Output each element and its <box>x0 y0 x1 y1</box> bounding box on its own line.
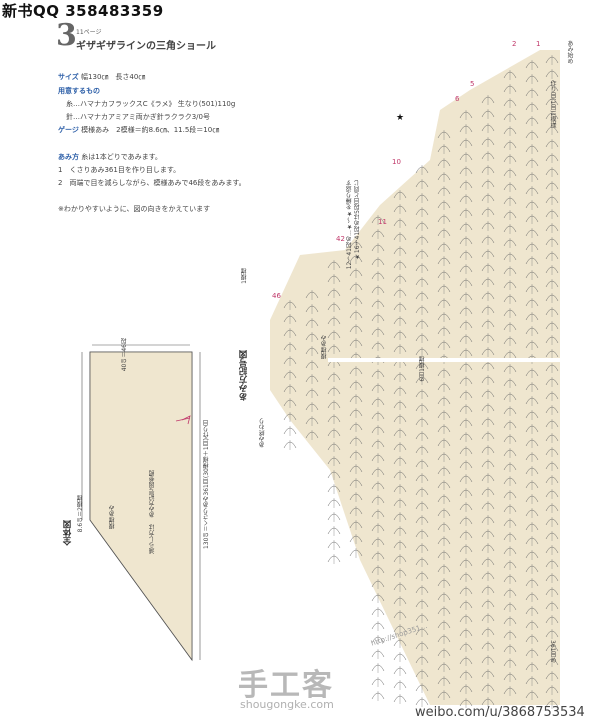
row-number-11: 11 <box>378 218 387 226</box>
orientation-note: ※わかりやすいように、図の向きをかえています <box>58 205 211 213</box>
stitch-grid <box>283 55 559 709</box>
yarn-line: 糸…ハマナカフラックスC《ラメ》 生なり(501)110g <box>66 100 236 108</box>
logo-url: shougongke.com <box>240 698 334 711</box>
size-label: サイズ <box>58 73 79 81</box>
direction-arrow <box>181 415 191 425</box>
method-row: あみ方 糸は1本どりであみます。 <box>58 152 162 162</box>
pattern-number: 3 <box>56 18 77 53</box>
gauge-value: 模様あみ 2模様＝約8.6㎝、11.5段＝10㎝ <box>81 126 220 134</box>
method-note: 糸は1本どりであみます。 <box>81 153 162 161</box>
start-note: あみ始め <box>566 40 573 64</box>
page-reference: 11ページ <box>76 29 102 36</box>
star-marker: ★ <box>396 113 405 123</box>
row-number-2: 2 <box>512 40 517 48</box>
weibo-watermark: weibo.com/u/3868753534 <box>415 705 585 720</box>
size-value: 幅130㎝ 長さ40㎝ <box>81 73 146 81</box>
end-note: あみ終わり <box>259 418 266 448</box>
shawl-fill <box>89 351 193 662</box>
size-row: サイズ 幅130㎝ 長さ40㎝ <box>58 72 145 82</box>
chart-background <box>270 50 560 705</box>
row-number-42: 42 <box>336 235 345 243</box>
step-2: 2 両端で目を減らしながら、模様あみで46段をあみます。 <box>58 179 246 187</box>
chart-label: あみ方記号図 <box>239 350 249 401</box>
direction-arrow-line <box>175 417 191 422</box>
step-1: 1 くさりあみ361目を作り目します。 <box>58 166 181 174</box>
chart-pattern-note: 模様あみ <box>321 335 328 359</box>
materials-label: 用意するもの <box>58 87 100 95</box>
row-number-46: 46 <box>272 292 281 300</box>
row-repeat-note-2: ★16〜41段めは5段目と同じ <box>354 180 361 261</box>
foundation-note: 作り目(1目)1模様 <box>549 80 556 129</box>
logo-text: 手工客 <box>238 668 334 703</box>
row-number-5: 5 <box>470 80 475 88</box>
row-number-1: 1 <box>536 40 541 48</box>
repeat-note: 6目1模様 <box>419 356 426 382</box>
stitch-count: 361目め <box>549 640 556 664</box>
one-pattern-note: 1模様 <box>241 268 248 284</box>
row-number-6: 6 <box>455 95 460 103</box>
watermark-qq: 新书QQ 358483359 <box>2 2 164 20</box>
gauge-row: ゲージ 模様あみ 2模様＝約8.6㎝、11.5段＝10㎝ <box>58 125 219 135</box>
pattern-title: ギザギザラインの三角ショール <box>76 41 216 52</box>
row-number-10: 10 <box>392 158 401 166</box>
gauge-label: ゲージ <box>58 126 79 134</box>
method-label: あみ方 <box>58 153 79 161</box>
needle-line: 針…ハマナカアミアミ両かぎ針ラクラク3/0号 <box>66 113 210 121</box>
